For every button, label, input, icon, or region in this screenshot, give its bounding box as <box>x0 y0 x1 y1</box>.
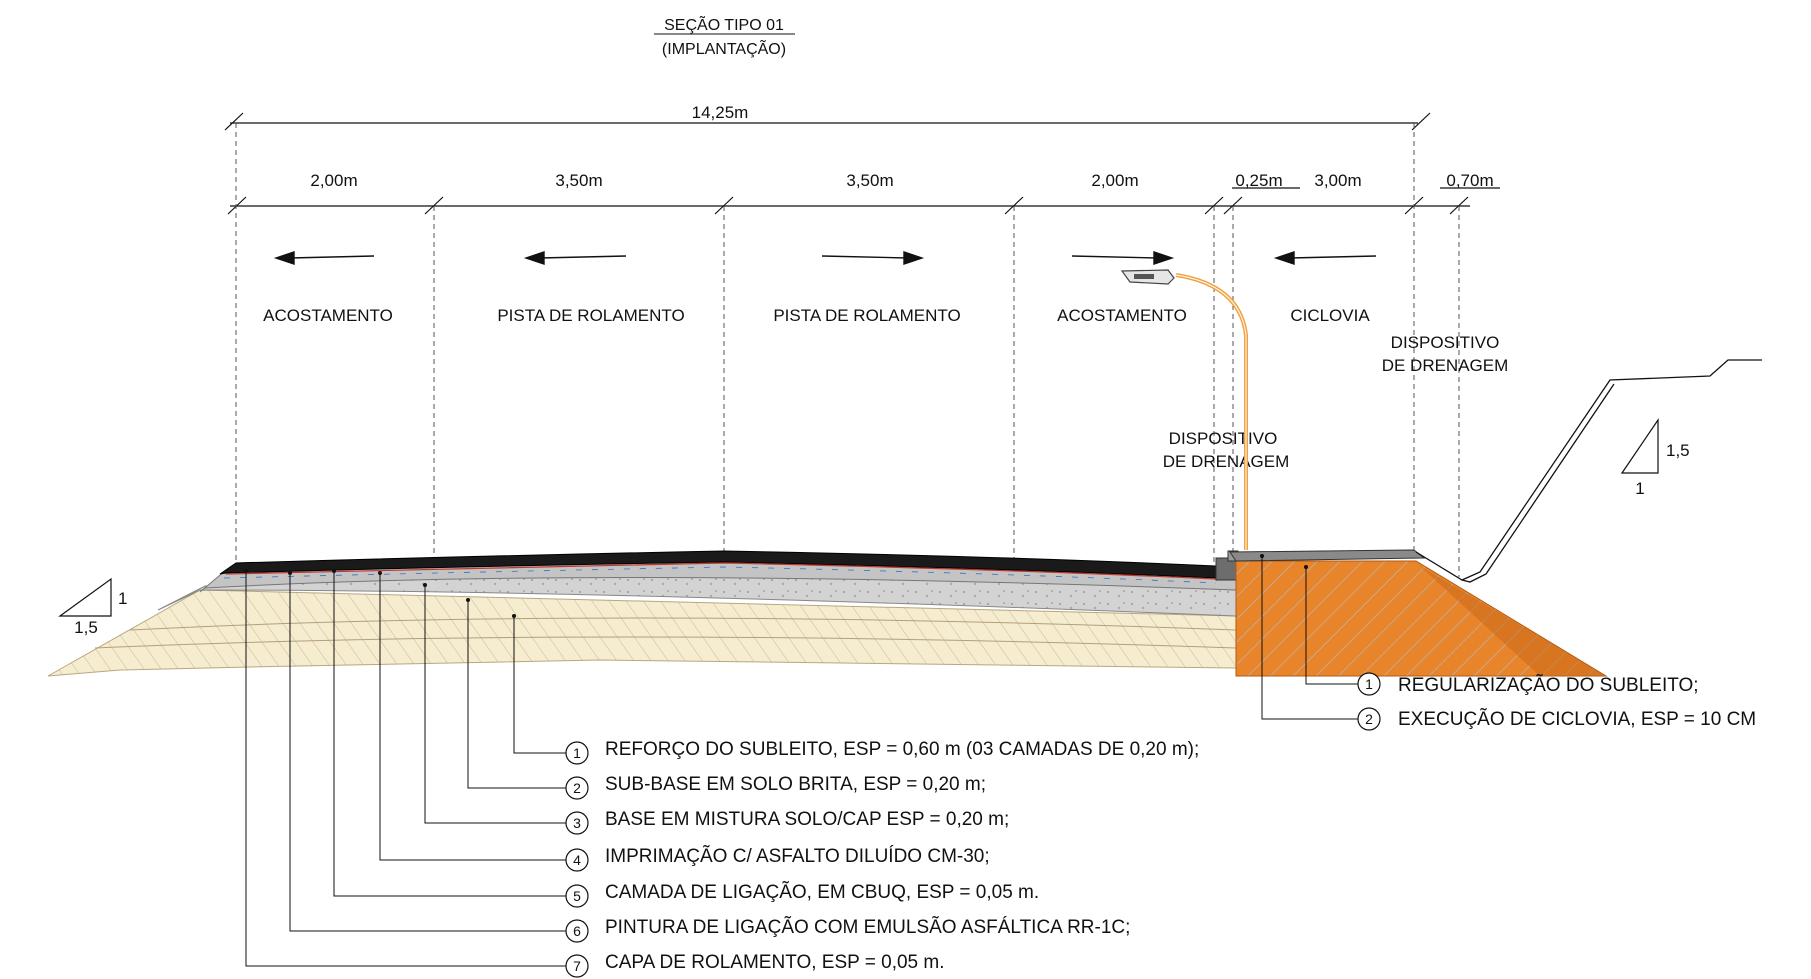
svg-text:1: 1 <box>1365 676 1373 692</box>
embankment-fill <box>47 589 1237 677</box>
extension-lines <box>235 123 1460 577</box>
right-cut-slope <box>1415 359 1762 583</box>
dim-lane-right: 3,50m <box>846 171 893 190</box>
legend-item: 6 PINTURA DE LIGAÇÃO COM EMULSÃO ASFÁLTI… <box>565 916 1130 943</box>
bikeway-slope-shade <box>1420 566 1606 676</box>
arrow-left-icon <box>523 251 627 265</box>
arrow-right-icon <box>821 251 925 265</box>
lamp-icon <box>1120 269 1175 285</box>
drainage-left-line1: DISPOSITIVO <box>1169 429 1278 448</box>
tack-coat-line <box>225 562 1217 580</box>
dim-bikeway: 3,00m <box>1314 171 1361 190</box>
legend-layer-text: REGULARIZAÇÃO DO SUBLEITO; <box>1398 674 1699 696</box>
total-dimension-label: 14,25m <box>692 103 749 122</box>
legend-layer-text: SUB-BASE EM SOLO BRITA, ESP = 0,20 m; <box>605 774 986 795</box>
legend-layer-text: BASE EM MISTURA SOLO/CAP ESP = 0,20 m; <box>605 809 1009 830</box>
bikeway-leader-dots <box>1260 554 1308 569</box>
dim-drainage: 0,70m <box>1446 171 1493 190</box>
svg-text:1: 1 <box>573 745 581 761</box>
svg-text:5: 5 <box>573 888 581 904</box>
section-title: SEÇÃO TIPO 01 (IMPLANTAÇÃO) <box>654 14 795 58</box>
svg-text:2: 2 <box>1365 711 1373 727</box>
traffic-arrows <box>273 251 1377 265</box>
arrow-left-icon <box>1273 251 1377 265</box>
dim-curb: 0,25m <box>1235 171 1282 190</box>
zone-lane-right: PISTA DE ROLAMENTO <box>773 306 960 325</box>
zone-shoulder-left: ACOSTAMENTO <box>263 306 393 325</box>
legend-item: 1 REGULARIZAÇÃO DO SUBLEITO; <box>1357 672 1699 696</box>
legend-item: 1 REFORÇO DO SUBLEITO, ESP = 0,60 m (03 … <box>565 739 1199 765</box>
bikeway-legend: 1 REGULARIZAÇÃO DO SUBLEITO; 2 EXECUÇÃO … <box>1357 672 1756 731</box>
legend-item: 4 IMPRIMAÇÃO C/ ASFALTO DILUÍDO CM-30; <box>565 845 990 872</box>
slope-right-vertical: 1,5 <box>1666 441 1690 460</box>
slope-left-vertical: 1 <box>118 589 127 608</box>
pavement-leader-dots <box>244 569 516 618</box>
slope-left-horizontal: 1,5 <box>74 618 98 637</box>
partial-dimensions <box>227 187 1500 215</box>
legend-layer-text: CAMADA DE LIGAÇÃO, EM CBUQ, ESP = 0,05 m… <box>605 881 1039 903</box>
slope-right-icon <box>1620 418 1659 474</box>
legend-item: 5 CAMADA DE LIGAÇÃO, EM CBUQ, ESP = 0,05… <box>565 881 1039 908</box>
bikeway-pavement <box>1229 549 1426 562</box>
pavement-leaders <box>245 571 566 967</box>
street-light-pole <box>1120 269 1248 550</box>
legend-layer-text: CAPA DE ROLAMENTO, ESP = 0,05 m. <box>605 952 945 973</box>
legend-layer-text: IMPRIMAÇÃO C/ ASFALTO DILUÍDO CM-30; <box>605 845 990 867</box>
dim-lane-left: 3,50m <box>555 171 602 190</box>
svg-text:7: 7 <box>573 958 581 974</box>
dim-shoulder-left: 2,00m <box>310 171 357 190</box>
svg-text:3: 3 <box>573 815 581 831</box>
zone-lane-left: PISTA DE ROLAMENTO <box>497 306 684 325</box>
total-dimension <box>224 112 1431 131</box>
arrow-left-icon <box>273 251 375 265</box>
drainage-left-line2: DE DRENAGEM <box>1163 452 1290 471</box>
zone-shoulder-right: ACOSTAMENTO <box>1057 306 1187 325</box>
slope-right-horizontal: 1 <box>1635 479 1644 498</box>
legend-layer-text: PINTURA DE LIGAÇÃO COM EMULSÃO ASFÁLTICA… <box>605 916 1130 938</box>
bikeway-leaders <box>1261 556 1358 720</box>
legend-item: 2 EXECUÇÃO DE CICLOVIA, ESP = 10 CM <box>1357 707 1756 731</box>
drainage-right-line2: DE DRENAGEM <box>1382 356 1509 375</box>
svg-text:4: 4 <box>573 852 581 868</box>
legend-item: 2 SUB-BASE EM SOLO BRITA, ESP = 0,20 m; <box>565 774 986 800</box>
arrow-right-icon <box>1071 251 1175 265</box>
slope-left-icon <box>58 577 112 617</box>
zone-bikeway: CICLOVIA <box>1290 306 1370 325</box>
legend-item: 3 BASE EM MISTURA SOLO/CAP ESP = 0,20 m; <box>565 809 1009 835</box>
svg-text:6: 6 <box>573 923 581 939</box>
drainage-right-line1: DISPOSITIVO <box>1391 333 1500 352</box>
title-line2: (IMPLANTAÇÃO) <box>662 38 786 58</box>
svg-text:2: 2 <box>573 780 581 796</box>
dim-shoulder-right: 2,00m <box>1091 171 1138 190</box>
legend-layer-text: EXECUÇÃO DE CICLOVIA, ESP = 10 CM <box>1398 708 1756 730</box>
title-line1: SEÇÃO TIPO 01 <box>664 14 784 34</box>
pavement-legend: 1 REFORÇO DO SUBLEITO, ESP = 0,60 m (03 … <box>565 739 1199 978</box>
legend-item: 7 CAPA DE ROLAMENTO, ESP = 0,05 m. <box>565 952 945 978</box>
prime-coat-line <box>223 566 1217 584</box>
legend-layer-text: REFORÇO DO SUBLEITO, ESP = 0,60 m (03 CA… <box>605 739 1199 760</box>
